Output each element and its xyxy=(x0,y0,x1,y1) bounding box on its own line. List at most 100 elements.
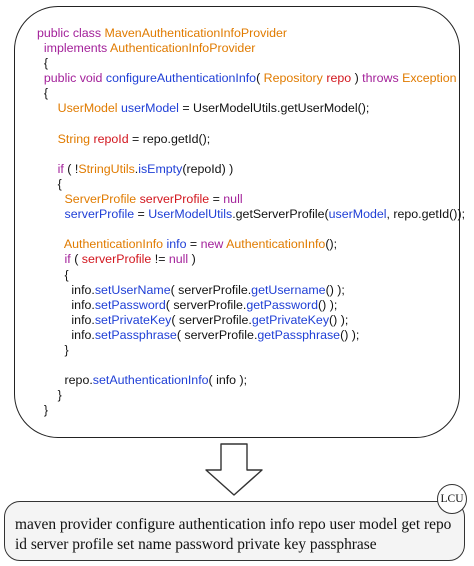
code-token: ( serverProfile. xyxy=(176,327,258,342)
code-token: isEmpty xyxy=(138,161,183,176)
code-token: if xyxy=(64,252,75,267)
code-line xyxy=(37,358,465,373)
code-line: { xyxy=(37,177,465,192)
code-token xyxy=(37,132,58,146)
code-line: if ( serverProfile != null ) xyxy=(37,252,465,267)
code-token xyxy=(37,252,65,266)
code-token: implements xyxy=(43,41,110,56)
code-token: info xyxy=(166,237,187,252)
code-token: null xyxy=(168,252,189,267)
code-token: ( info ); xyxy=(208,373,248,388)
code-line: info.setPassword( serverProfile.getPassw… xyxy=(37,298,465,313)
code-token: info. xyxy=(37,282,95,297)
code-token: { xyxy=(37,176,62,191)
code-token: MavenAuthenticationInfoProvider xyxy=(104,26,288,40)
code-line: } xyxy=(37,343,465,358)
code-token: { xyxy=(37,267,69,282)
code-token: ) xyxy=(188,252,196,267)
code-token: getPrivateKey xyxy=(251,312,330,327)
code-token: String xyxy=(57,131,94,146)
code-token: AuthenticationInfoProvider xyxy=(110,41,256,56)
code-token: ( serverProfile. xyxy=(170,282,252,297)
code-token: info. xyxy=(37,297,95,312)
code-token: () ); xyxy=(325,282,345,297)
code-line: info.setPrivateKey( serverProfile.getPri… xyxy=(37,313,465,328)
code-token: public void xyxy=(43,71,106,86)
code-token: public class xyxy=(37,26,105,40)
code-line xyxy=(37,147,465,162)
code-token: AuthenticationInfo xyxy=(226,237,326,252)
code-line: public class MavenAuthenticationInfoProv… xyxy=(37,26,465,41)
lcu-badge: LCU xyxy=(437,484,467,514)
code-token: ( serverProfile. xyxy=(165,297,247,312)
code-token xyxy=(37,71,44,85)
code-token: repo. xyxy=(37,373,93,388)
code-token: info. xyxy=(37,312,95,327)
code-token xyxy=(37,101,58,115)
code-token: Exception xyxy=(402,71,457,86)
code-token: repo xyxy=(326,71,352,86)
code-token xyxy=(37,237,64,251)
code-token: ( ! xyxy=(67,161,79,176)
code-token: } xyxy=(37,342,69,357)
code-token: null xyxy=(223,192,243,207)
code-token: = repo.getId(); xyxy=(128,131,211,146)
code-snippet: public class MavenAuthenticationInfoProv… xyxy=(37,26,465,418)
code-token: (repoId) ) xyxy=(182,161,234,176)
code-token: if xyxy=(57,161,68,176)
code-token: setUserName xyxy=(94,282,171,297)
code-token: serverProfile xyxy=(139,192,210,207)
code-token: info. xyxy=(37,327,95,342)
code-token: UserModel xyxy=(57,101,122,116)
code-token xyxy=(37,207,65,221)
code-line: serverProfile = UserModelUtils.getServer… xyxy=(37,207,465,222)
code-token: setPrivateKey xyxy=(94,312,172,327)
code-token xyxy=(37,192,65,206)
code-token: != xyxy=(151,252,169,267)
code-token: ) xyxy=(351,71,363,86)
code-token: getPassphrase xyxy=(257,327,341,342)
code-token: repoId xyxy=(93,131,129,146)
code-token xyxy=(37,162,58,176)
code-token xyxy=(37,41,44,55)
code-token: new xyxy=(200,237,227,252)
code-token: setPassphrase xyxy=(94,327,177,342)
code-token: } xyxy=(37,388,62,403)
code-token: setAuthenticationInfo xyxy=(92,373,209,388)
summary-panel: maven provider configure authentication … xyxy=(4,501,465,561)
code-token: = xyxy=(186,237,201,252)
code-token: throws xyxy=(362,71,403,86)
code-token: , repo.getId()); xyxy=(386,207,466,222)
code-token: userModel xyxy=(121,101,179,116)
code-token: getPassword xyxy=(246,297,318,312)
code-line: repo.setAuthenticationInfo( info ); xyxy=(37,373,465,388)
code-token: () ); xyxy=(340,327,360,342)
code-token: } xyxy=(37,403,49,418)
code-panel: public class MavenAuthenticationInfoProv… xyxy=(14,6,465,438)
code-token: . xyxy=(134,161,139,176)
code-token: StringUtils xyxy=(78,161,135,176)
code-line xyxy=(37,117,465,132)
code-token: UserModelUtils.getUserModel(); xyxy=(193,101,370,116)
code-line: } xyxy=(37,388,465,403)
code-line: public void configureAuthenticationInfo(… xyxy=(37,71,465,86)
code-token: UserModelUtils xyxy=(148,207,233,222)
code-line: info.setPassphrase( serverProfile.getPas… xyxy=(37,328,465,343)
code-token: = xyxy=(178,101,193,116)
code-token: { xyxy=(37,56,49,71)
code-line: String repoId = repo.getId(); xyxy=(37,132,465,147)
code-token: ServerProfile xyxy=(64,192,140,207)
code-line: UserModel userModel = UserModelUtils.get… xyxy=(37,101,465,116)
code-token: userModel xyxy=(328,207,387,222)
code-line: if ( !StringUtils.isEmpty(repoId) ) xyxy=(37,162,465,177)
code-token: serverProfile xyxy=(81,252,152,267)
code-line: { xyxy=(37,86,465,101)
summary-text: maven provider configure authentication … xyxy=(15,516,452,553)
code-line: { xyxy=(37,56,465,71)
code-token: { xyxy=(37,86,49,101)
code-line: AuthenticationInfo info = new Authentica… xyxy=(37,237,465,252)
code-token: .getServerProfile( xyxy=(232,207,329,222)
code-line: info.setUserName( serverProfile.getUsern… xyxy=(37,283,465,298)
code-line xyxy=(37,222,465,237)
code-token: ( xyxy=(74,252,82,267)
